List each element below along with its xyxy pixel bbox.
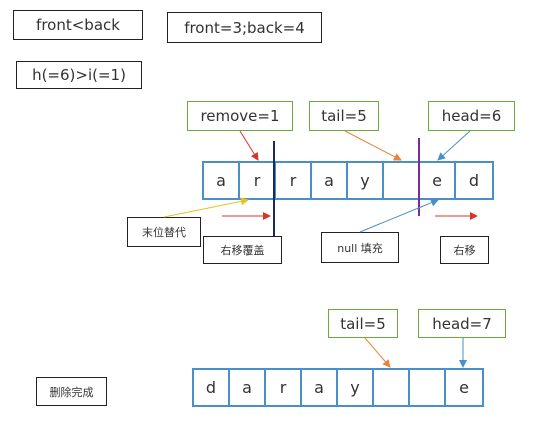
delete-done-label: 删除完成 — [36, 377, 107, 406]
array-before-cell: y — [348, 163, 384, 198]
remove-pointer-label: remove=1 — [187, 101, 293, 131]
array-before-cell: r — [276, 163, 312, 198]
array-before-cell: e — [420, 163, 456, 198]
array-after-cell — [374, 370, 410, 405]
remove-pointer-arrow — [239, 130, 259, 161]
array-before-cell: a — [312, 163, 348, 198]
array-after: d a r a y e — [192, 368, 484, 407]
array-after-cell: d — [194, 370, 230, 405]
shift-right-note: 右移 — [440, 236, 489, 264]
array-before-cell: d — [468, 171, 480, 190]
head-pointer-label: head=6 — [428, 101, 515, 131]
tail-pointer-arrow-after — [364, 337, 391, 368]
shift-overwrite-note: 右移覆盖 — [203, 236, 282, 264]
front-less-than-back-label: front<back — [13, 10, 143, 40]
tail-pointer-label: tail=5 — [309, 101, 379, 131]
array-before: a r r a y e d — [202, 161, 494, 200]
null-fill-arrow — [359, 198, 439, 233]
array-before-cell: a — [204, 163, 240, 198]
array-after-cell: a — [230, 370, 266, 405]
tail-pointer-arrow — [344, 130, 402, 161]
array-after-cell: e — [459, 378, 469, 397]
array-after-cell: y — [338, 370, 374, 405]
array-after-cell: r — [266, 370, 302, 405]
tail-replace-note: 末位替代 — [127, 217, 201, 247]
front-back-values-label: front=3;back=4 — [167, 12, 322, 43]
array-after-cell: a — [302, 370, 338, 405]
null-fill-note: null 填充 — [321, 232, 399, 263]
h-greater-than-i-label: h(=6)>i(=1) — [16, 61, 142, 89]
array-after-cell — [410, 370, 446, 405]
head-pointer-arrow — [437, 130, 471, 161]
tail-pointer-label-after: tail=5 — [328, 309, 398, 338]
head-pointer-label-after: head=7 — [418, 309, 506, 338]
tail-replace-arrow — [163, 197, 249, 218]
